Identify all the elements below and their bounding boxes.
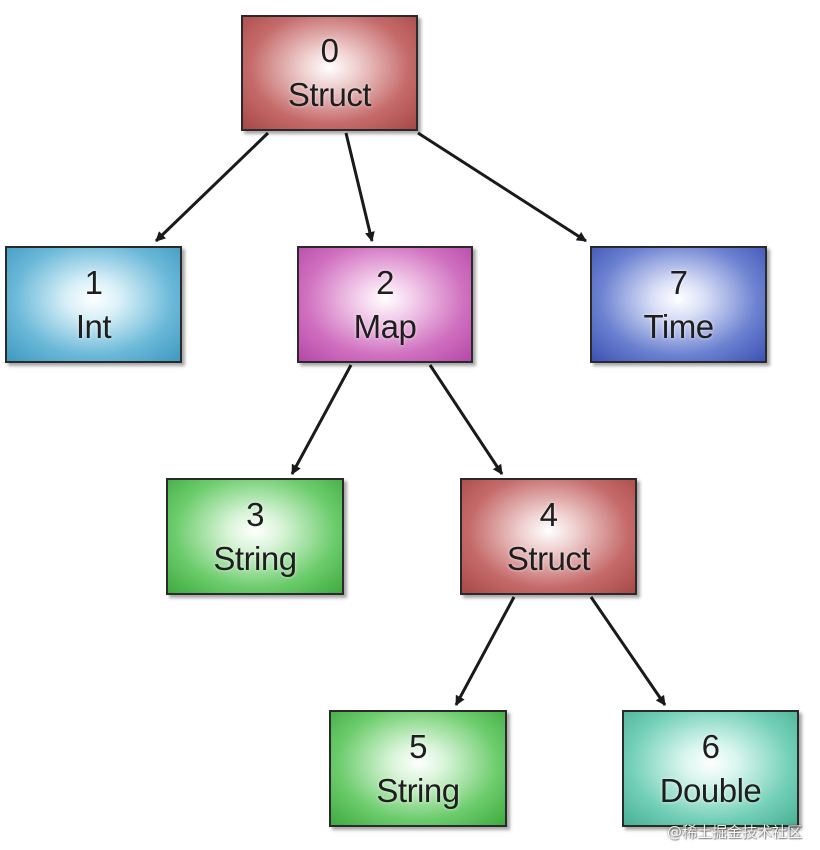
node-3-index: 3: [246, 495, 264, 533]
node-6-double: 6 Double: [622, 710, 799, 827]
node-2-type: Map: [353, 307, 417, 345]
node-2-index: 2: [376, 263, 394, 301]
edge-2-to-3: [290, 364, 353, 475]
node-5-index: 5: [409, 727, 427, 765]
node-0-struct: 0 Struct: [241, 15, 418, 131]
node-3-string: 3 String: [166, 478, 344, 595]
node-6-index: 6: [701, 727, 720, 765]
edge-4-to-6: [589, 596, 667, 706]
node-1-index: 1: [84, 263, 103, 301]
watermark-text: @稀土掘金技术社区: [666, 823, 802, 841]
node-5-type: String: [376, 771, 460, 809]
node-1-type: Int: [75, 307, 112, 345]
node-4-struct: 4 Struct: [460, 478, 637, 595]
node-4-index: 4: [539, 495, 558, 533]
node-6-type: Double: [659, 771, 762, 809]
node-0-type: Struct: [287, 76, 372, 113]
node-7-time: 7 Time: [590, 246, 767, 363]
edge-0-to-1: [154, 131, 270, 243]
node-7-type: Time: [643, 307, 714, 345]
edge-2-to-4: [428, 364, 504, 475]
node-0-index: 0: [320, 32, 339, 69]
node-7-index: 7: [669, 263, 688, 301]
edge-0-to-2: [344, 132, 375, 242]
node-1-int: 1 Int: [5, 246, 182, 363]
node-2-map: 2 Map: [297, 246, 473, 363]
edge-4-to-5: [454, 596, 516, 706]
node-3-type: String: [213, 539, 297, 577]
edge-0-to-7: [417, 131, 587, 243]
node-5-string: 5 String: [329, 710, 507, 827]
node-4-type: Struct: [506, 539, 591, 577]
